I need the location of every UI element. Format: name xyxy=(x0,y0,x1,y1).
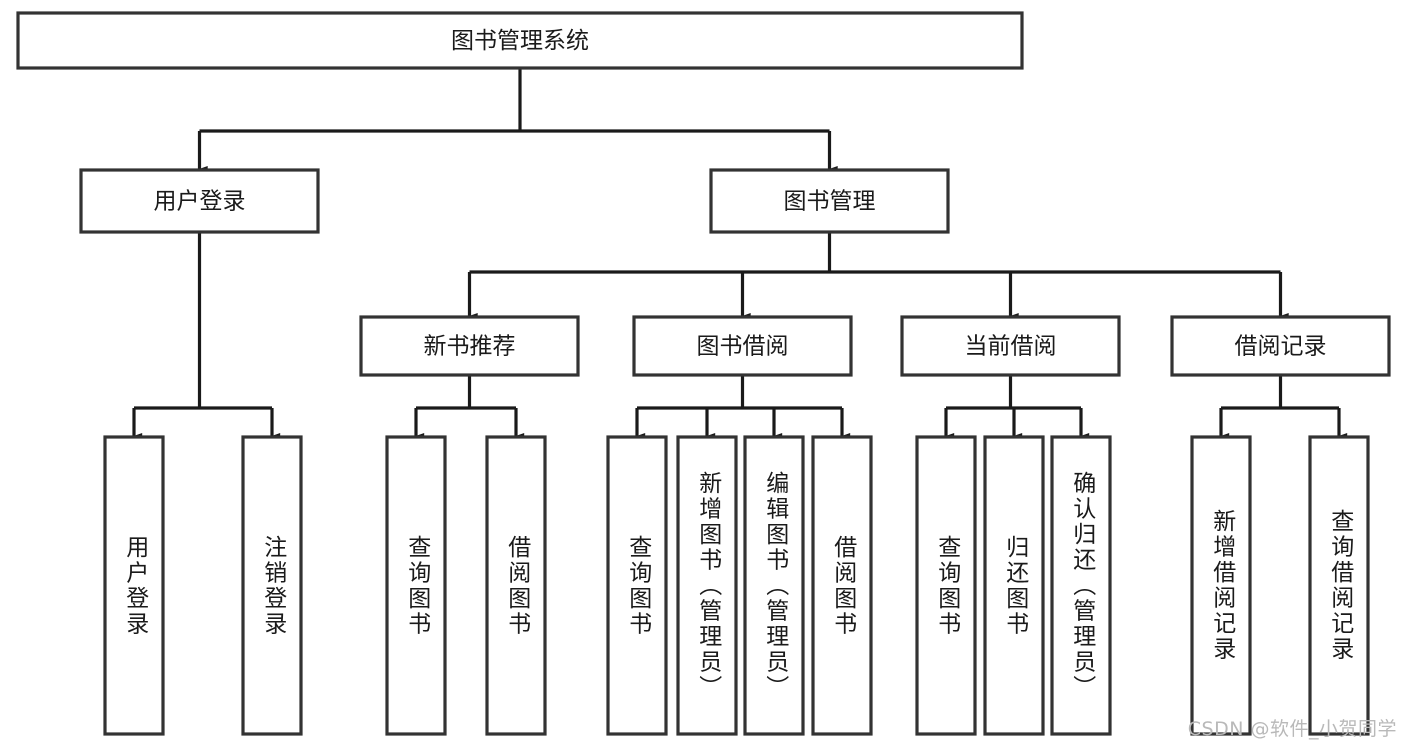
node-label-new-book-recommend: 新书推荐 xyxy=(424,334,516,360)
node-box-user-login[interactable] xyxy=(79,168,320,234)
node-box-nb-borrow-book[interactable] xyxy=(485,435,547,736)
node-box-bb-edit-book-admin[interactable] xyxy=(743,435,805,736)
node-box-user-logout[interactable] xyxy=(241,435,303,736)
node-box-root[interactable] xyxy=(16,11,1024,70)
node-label-current-borrow: 当前借阅 xyxy=(965,334,1057,360)
node-box-new-book-recommend[interactable] xyxy=(359,315,580,377)
node-label-book-borrow: 图书借阅 xyxy=(697,334,789,360)
node-box-layer xyxy=(16,11,1391,736)
node-box-book-manage[interactable] xyxy=(709,168,950,234)
node-box-br-query-record[interactable] xyxy=(1308,435,1370,736)
node-label-user-login: 用户登录 xyxy=(154,189,246,215)
node-box-bb-add-book-admin[interactable] xyxy=(676,435,738,736)
node-label-book-manage: 图书管理 xyxy=(784,189,876,215)
node-box-bb-query-book[interactable] xyxy=(606,435,668,736)
node-box-nb-query-book[interactable] xyxy=(385,435,447,736)
watermark-text: CSDN @软件_小贺同学 xyxy=(1187,718,1397,740)
node-box-cb-query-book[interactable] xyxy=(915,435,977,736)
node-box-borrow-records[interactable] xyxy=(1170,315,1391,377)
node-box-br-add-record[interactable] xyxy=(1190,435,1252,736)
node-box-cb-return-book[interactable] xyxy=(983,435,1045,736)
node-box-bb-borrow-book[interactable] xyxy=(811,435,873,736)
node-label-borrow-records: 借阅记录 xyxy=(1235,334,1327,360)
node-box-cb-confirm-return-admin[interactable] xyxy=(1050,435,1112,736)
node-box-book-borrow[interactable] xyxy=(632,315,853,377)
node-label-root: 图书管理系统 xyxy=(451,28,589,54)
node-box-user-login-do[interactable] xyxy=(103,435,165,736)
connector-layer xyxy=(132,68,1348,439)
node-box-current-borrow[interactable] xyxy=(900,315,1121,377)
